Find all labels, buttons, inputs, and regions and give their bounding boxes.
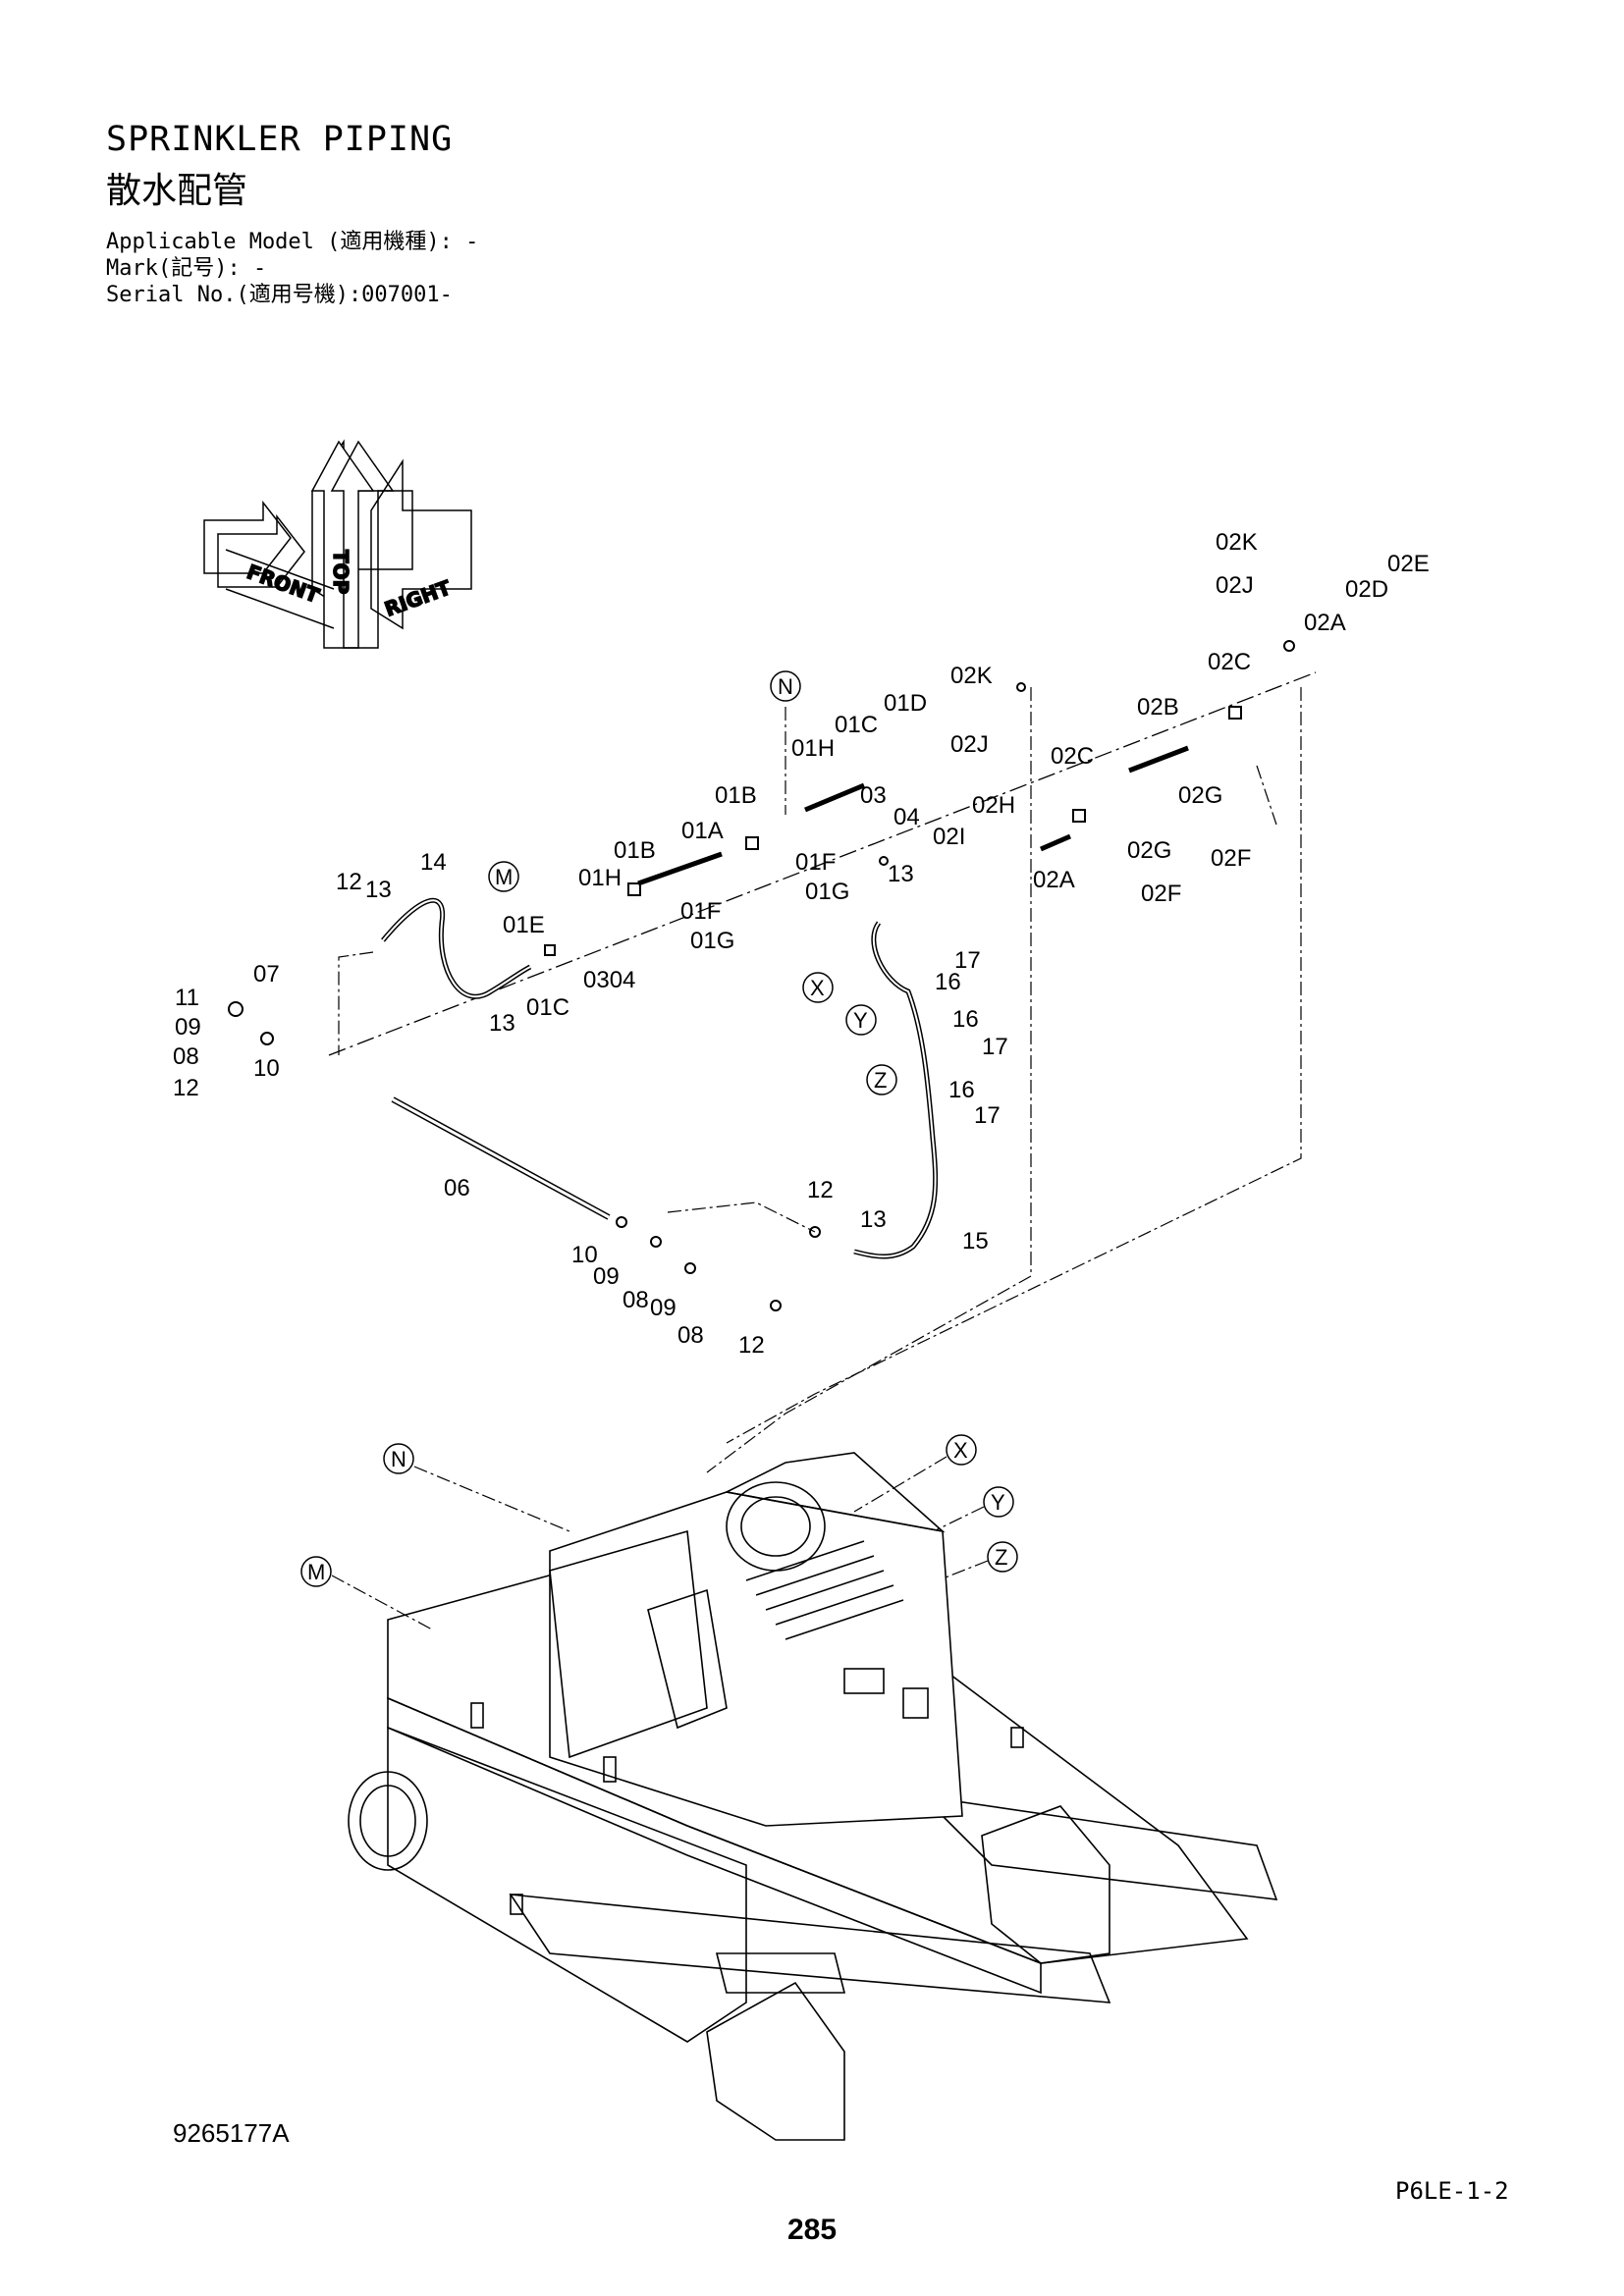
callout-02A: 02A [1033, 867, 1075, 893]
callout-labels: 02K 02E 02J 02D 02A 02C 02K 02B 02J 02C … [173, 529, 1430, 1359]
callout-13: 13 [365, 877, 392, 903]
callout-12: 12 [738, 1332, 765, 1359]
orientation-indicator: FRONT TOP RIGHT [203, 439, 472, 649]
callout-0304: 0304 [583, 967, 635, 993]
callout-01H: 01H [578, 865, 622, 891]
callout-02E: 02E [1387, 551, 1430, 577]
callout-09: 09 [175, 1014, 201, 1041]
page-number: 285 [787, 2214, 838, 2246]
callout-02B: 02B [1137, 694, 1179, 721]
machine-frame-drawing [331, 1452, 1278, 2141]
callout-01F: 01F [680, 898, 721, 925]
serial-number: Serial No.(適用号機):007001- [106, 283, 453, 307]
zone-Z-marker: Z [995, 1545, 1007, 1570]
callout-04: 04 [893, 804, 920, 830]
callout-13: 13 [860, 1206, 887, 1233]
callout-13: 13 [489, 1010, 515, 1037]
callout-01A: 01A [681, 818, 724, 844]
callout-02J: 02J [950, 731, 989, 758]
callout-02I: 02I [933, 824, 965, 850]
orientation-right-label: RIGHT [382, 575, 455, 620]
callout-01G: 01G [690, 928, 734, 954]
callout-02F: 02F [1211, 845, 1251, 872]
callout-02C: 02C [1051, 743, 1094, 770]
callout-16: 16 [935, 969, 961, 995]
zone-M-marker: M [307, 1560, 325, 1584]
callout-13: 13 [888, 861, 914, 887]
callout-17: 17 [982, 1034, 1008, 1060]
callout-02C: 02C [1208, 649, 1251, 675]
callout-02G: 02G [1127, 837, 1171, 864]
callout-02K: 02K [1216, 529, 1258, 556]
zone-X-marker: X [953, 1438, 968, 1463]
callout-01H: 01H [791, 735, 835, 762]
callout-02J: 02J [1216, 572, 1254, 599]
zone-N-marker: N [778, 674, 793, 699]
callout-02F: 02F [1141, 881, 1181, 907]
callout-02H: 02H [972, 792, 1015, 819]
callout-17: 17 [954, 947, 981, 974]
drawing-code: 9265177A [173, 2118, 290, 2148]
callout-02A: 02A [1304, 610, 1346, 636]
callout-16: 16 [948, 1077, 975, 1103]
callout-12: 12 [807, 1177, 834, 1203]
callout-16: 16 [952, 1006, 979, 1033]
mark: Mark(記号): - [106, 256, 267, 281]
callout-02K: 02K [950, 663, 993, 689]
zone-Y-marker: Y [853, 1008, 868, 1033]
zone-M-marker: M [495, 865, 513, 889]
zone-N-marker: N [391, 1447, 406, 1471]
callout-17: 17 [974, 1102, 1001, 1129]
callout-02D: 02D [1345, 576, 1388, 603]
zone-Z-marker: Z [874, 1068, 887, 1093]
page-title: SPRINKLER PIPING [106, 120, 454, 159]
page-code: P6LE-1-2 [1395, 2177, 1509, 2205]
callout-06: 06 [444, 1175, 470, 1201]
zone-Y-marker: Y [991, 1490, 1005, 1515]
callout-10: 10 [571, 1242, 598, 1268]
callout-01C: 01C [526, 994, 569, 1021]
callout-01G: 01G [805, 879, 849, 905]
callout-08: 08 [173, 1043, 199, 1070]
callout-12: 12 [336, 869, 362, 895]
callout-01B: 01B [715, 782, 757, 809]
zone-X-marker: X [810, 976, 825, 1000]
callout-01B: 01B [614, 837, 656, 864]
callout-14: 14 [420, 849, 447, 876]
callout-01F: 01F [795, 849, 836, 876]
callout-08: 08 [623, 1287, 649, 1313]
callout-01C: 01C [835, 712, 878, 738]
callout-02G: 02G [1178, 782, 1222, 809]
page-title-japanese: 散水配管 [106, 171, 248, 211]
callout-12: 12 [173, 1075, 199, 1101]
applicable-model: Applicable Model (適用機種): - [106, 230, 479, 254]
callout-08: 08 [677, 1322, 704, 1349]
callout-11: 11 [175, 985, 199, 1011]
piping-exploded-view [228, 640, 1317, 1473]
callout-09: 09 [650, 1295, 677, 1321]
callout-15: 15 [962, 1228, 989, 1255]
callout-01E: 01E [503, 912, 545, 938]
orientation-top-label: TOP [329, 550, 352, 594]
callout-10: 10 [253, 1055, 280, 1082]
callout-01D: 01D [884, 690, 927, 717]
zone-markers [300, 670, 1018, 1587]
callout-03: 03 [860, 782, 887, 809]
callout-09: 09 [593, 1263, 620, 1290]
callout-07: 07 [253, 961, 280, 988]
